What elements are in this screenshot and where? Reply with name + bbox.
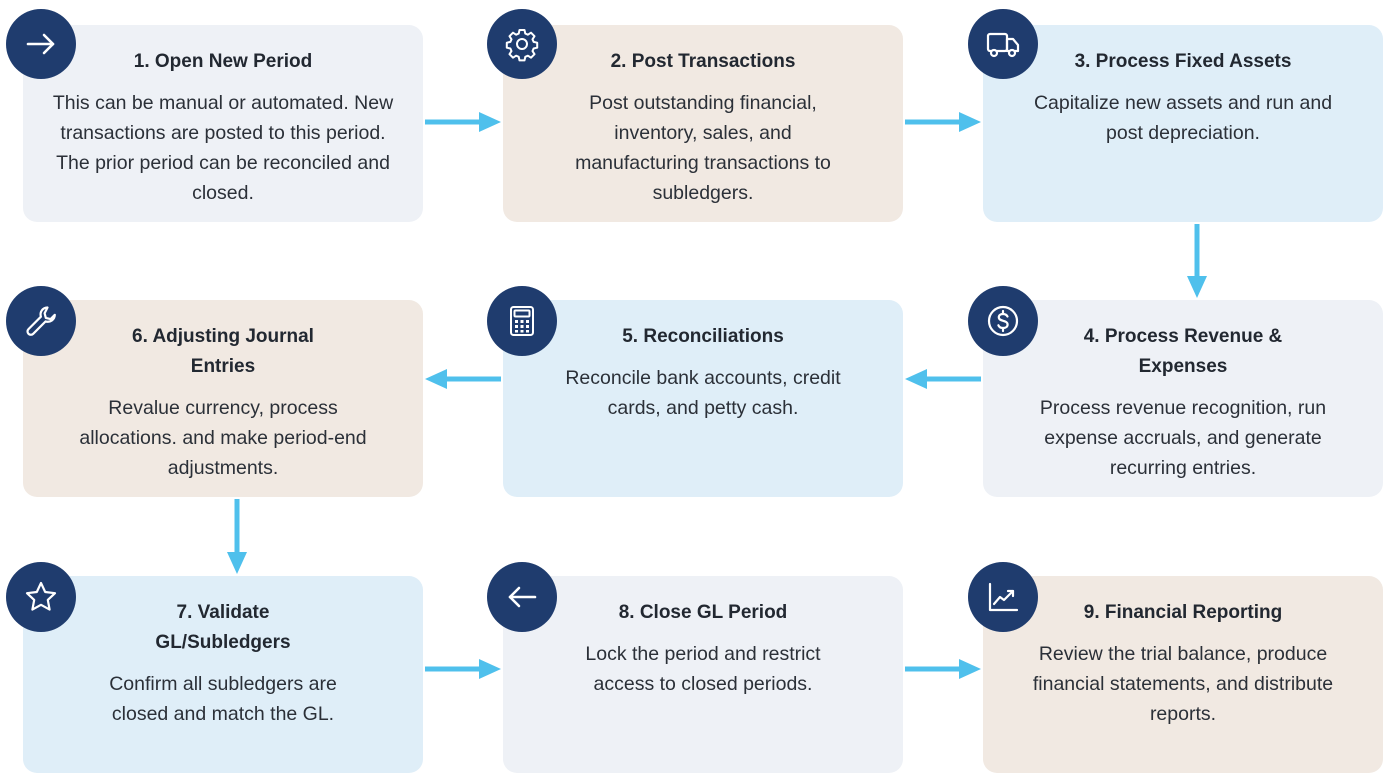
step-8-title: 8. Close GL Period [618,602,788,623]
dollar-icon [987,305,1019,337]
arrow-5-to-6 [425,369,501,389]
step-1-card: 1. Open New Period This can be manual or… [23,25,423,222]
step-8-body: Lock the period and restrict access to c… [585,643,821,695]
step-5-body: Reconcile bank accounts, credit cards, a… [565,367,841,419]
step-2-body: Post outstanding financial, inventory, s… [575,92,831,204]
step-2-badge [487,9,557,79]
step-6-badge [6,286,76,356]
step-6-body: Revalue currency, process allocations. a… [79,397,367,479]
truck-icon [986,32,1020,58]
step-2-card: 2. Post Transactions Post outstanding fi… [503,25,903,222]
step-3-card: 3. Process Fixed Assets Capitalize new a… [983,25,1383,222]
step-3-badge [968,9,1038,79]
step-9-body: Review the trial balance, produce financ… [1032,643,1334,725]
step-7-badge [6,562,76,632]
step-4-body: Process revenue recognition, run expense… [1039,397,1327,479]
star-icon [25,581,57,611]
arrow-6-to-7 [227,499,247,574]
arrow-3-to-4 [1187,224,1207,298]
step-5-badge [487,286,557,356]
step-1-body: This can be manual or automated. New tra… [52,92,394,204]
arrow-1-to-2 [425,112,501,132]
step-6-card: 6. Adjusting Journal Entries Revalue cur… [23,300,423,497]
calculator-icon [510,306,534,336]
step-1-title: 1. Open New Period [133,51,313,72]
step-4-badge [968,286,1038,356]
step-9-title: 9. Financial Reporting [1083,602,1283,623]
arrow-8-to-9 [905,659,981,679]
step-5-card: 5. Reconciliations Reconcile bank accoun… [503,300,903,497]
step-9-card: 9. Financial Reporting Review the trial … [983,576,1383,773]
step-3-title: 3. Process Fixed Assets [1074,51,1292,72]
arrow-2-to-3 [905,112,981,132]
step-7-card: 7. Validate GL/Subledgers Confirm all su… [23,576,423,773]
step-2-title: 2. Post Transactions [610,51,796,72]
chart-icon [988,582,1019,612]
gear-icon [505,29,539,62]
step-8-card: 8. Close GL Period Lock the period and r… [503,576,903,773]
step-7-body: Confirm all subledgers are closed and ma… [109,673,337,725]
step-1-badge [6,9,76,79]
arrow-4-to-5 [905,369,981,389]
step-5-title: 5. Reconciliations [622,326,784,347]
wrench-icon [26,306,56,336]
arrow-7-to-8 [425,659,501,679]
step-9-badge [968,562,1038,632]
step-7-title: 7. Validate GL/Subledgers [155,602,291,653]
arrow-left-icon [508,586,537,608]
step-6-title: 6. Adjusting Journal Entries [132,326,314,377]
step-4-card: 4. Process Revenue & Expenses Process re… [983,300,1383,497]
step-3-body: Capitalize new assets and run and post d… [1033,92,1333,144]
arrow-right-icon [26,33,55,55]
step-8-badge [487,562,557,632]
step-4-title: 4. Process Revenue & Expenses [1083,326,1283,377]
